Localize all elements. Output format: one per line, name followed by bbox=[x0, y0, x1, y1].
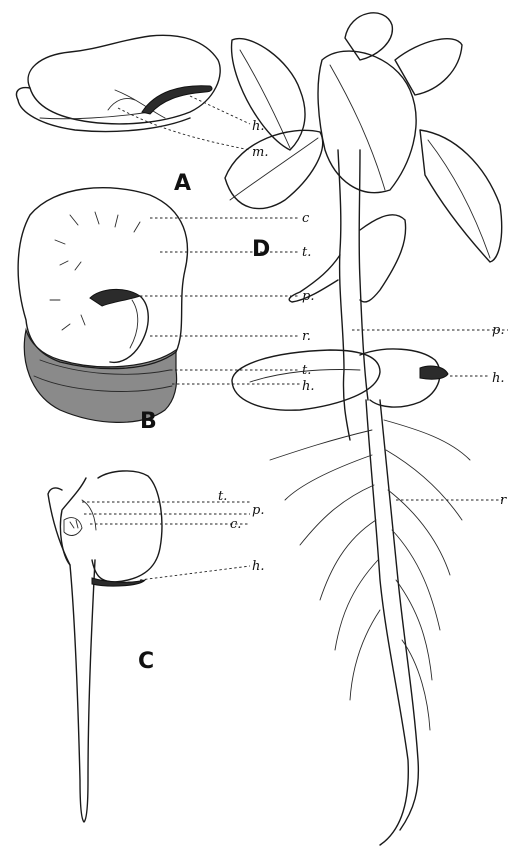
panel-a-seed-drawing bbox=[17, 35, 251, 150]
panel-c-letter: C bbox=[138, 649, 154, 674]
panel-d-label-h: h. bbox=[492, 371, 505, 386]
panel-b-section-drawing bbox=[18, 188, 300, 423]
panel-d-seedling-drawing bbox=[225, 13, 508, 845]
panel-d-label-r: r bbox=[500, 493, 507, 508]
panel-b-label-c: c bbox=[302, 211, 310, 226]
panel-b-label-t1: t. bbox=[302, 245, 311, 260]
panel-c-germinating-seed-drawing bbox=[48, 471, 250, 822]
panel-c-label-t: t. bbox=[218, 489, 227, 504]
panel-c-label-c: c. bbox=[230, 517, 241, 532]
panel-d-letter: D bbox=[252, 237, 270, 262]
panel-b-label-r: r. bbox=[302, 329, 311, 344]
panel-c-label-p: p. bbox=[252, 503, 264, 518]
panel-b-label-h: h. bbox=[302, 379, 315, 394]
panel-b-letter: B bbox=[140, 409, 157, 434]
panel-d-label-p: p. bbox=[492, 323, 504, 338]
panel-a-label-m: m. bbox=[252, 145, 268, 160]
panel-c-label-h: h. bbox=[252, 559, 265, 574]
panel-a-letter: A bbox=[174, 171, 191, 196]
panel-a-label-h: h. bbox=[252, 119, 265, 134]
